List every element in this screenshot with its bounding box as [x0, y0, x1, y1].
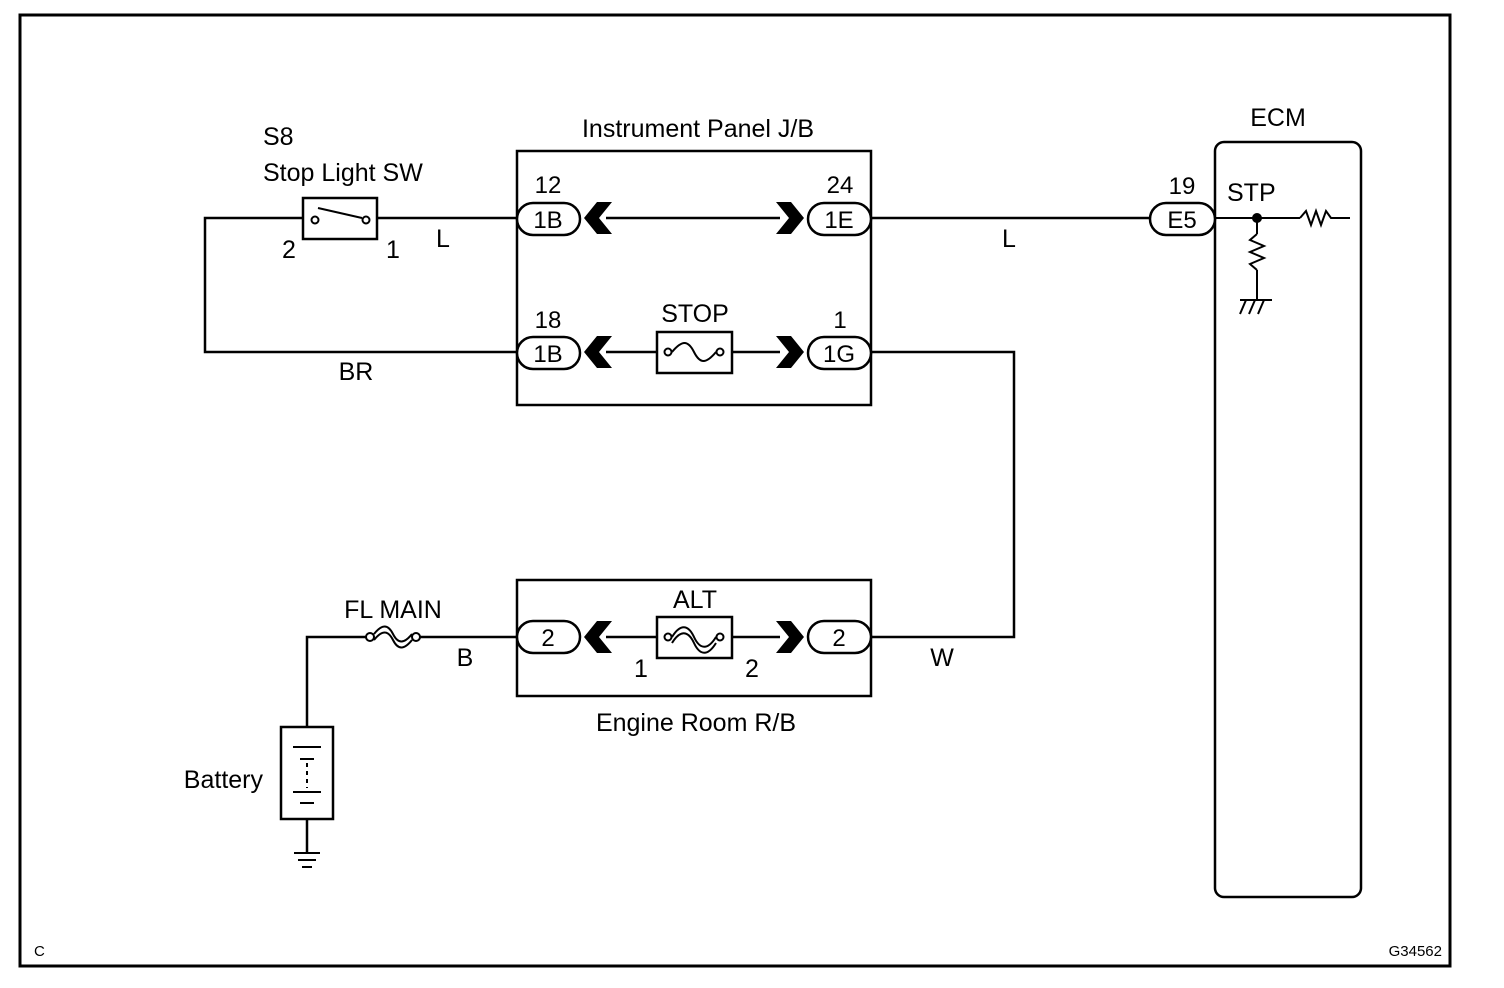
alt-fuse-pin-left: 1	[634, 655, 648, 683]
diagram-frame	[18, 13, 1452, 968]
fl-main-element-1	[373, 625, 413, 643]
figure-id: G34562	[1389, 943, 1442, 960]
alt-fuse-element-1	[671, 626, 717, 648]
engine-room-rb: Engine Room R/B 2 2 ALT 1 2	[515, 578, 873, 737]
corner-code: C	[34, 943, 45, 960]
fl-main-contact-right	[411, 632, 421, 642]
wire-label-l-switch: L	[436, 225, 450, 253]
jb-connector-1g	[806, 335, 873, 371]
alt-fuse-pin-right: 2	[745, 655, 759, 683]
jb-connector-1e-label: 1E	[824, 207, 853, 234]
ecm-pin-19: 19	[1169, 173, 1196, 200]
wires	[203, 216, 1150, 852]
rb-connector-left	[515, 619, 582, 655]
fl-main-contact-left	[365, 632, 375, 642]
ecm: ECM 19 E5 STP	[1148, 104, 1363, 899]
switch-contact-right	[361, 215, 371, 225]
wire-label-w: W	[930, 644, 954, 672]
ecm-series-resistor	[1299, 208, 1350, 228]
jb-connector-1b-top	[515, 201, 582, 237]
fl-main-fusible-link: FL MAIN	[344, 596, 442, 649]
fl-main-label: FL MAIN	[344, 596, 442, 624]
wire-w	[871, 350, 1016, 639]
jb-box	[515, 149, 873, 407]
ecm-pulldown-resistor	[1247, 233, 1267, 271]
alt-fuse-element-2	[671, 632, 717, 654]
wire-br	[203, 216, 517, 354]
switch-blade	[317, 207, 363, 219]
ecm-connector-e5-label: E5	[1167, 207, 1196, 234]
stop-fuse-element	[671, 342, 717, 362]
jb-connector-1b-bottom	[515, 335, 582, 371]
stop-fuse-contact-left	[663, 347, 673, 357]
jb-connector-1e	[806, 201, 873, 237]
switch-pin-right: 1	[386, 236, 400, 264]
jb-connector-1b-bottom-label: 1B	[533, 341, 562, 368]
jb-arrow-bottom-left	[584, 336, 612, 368]
wire-label-b: B	[457, 644, 474, 672]
rb-connector-right-label: 2	[832, 625, 845, 652]
jb-pin-1: 1	[833, 307, 846, 334]
jb-pin-18: 18	[535, 307, 562, 334]
rb-arrow-left	[584, 621, 612, 653]
stop-fuse-label: STOP	[661, 300, 729, 328]
rb-connector-left-label: 2	[541, 625, 554, 652]
battery-label: Battery	[184, 766, 264, 794]
fl-main-element-2	[373, 631, 413, 649]
wire-battery	[305, 635, 366, 727]
ecm-title: ECM	[1250, 104, 1306, 132]
jb-arrow-top-left	[584, 202, 612, 234]
ecm-box	[1213, 140, 1363, 899]
ecm-ground-icon-hatch-2	[1248, 299, 1256, 315]
switch-name: Stop Light SW	[263, 159, 423, 187]
stop-fuse-icon	[655, 330, 734, 375]
jb-pin-12: 12	[535, 172, 562, 199]
stop-fuse-contact-right	[715, 347, 725, 357]
battery-box	[279, 725, 335, 821]
instrument-panel-jb: Instrument Panel J/B 12 1B 24 1E 18 1B 1…	[515, 115, 873, 407]
ecm-terminal-stp: STP	[1227, 179, 1276, 207]
alt-fuse-icon	[655, 615, 734, 660]
jb-title: Instrument Panel J/B	[582, 115, 814, 143]
battery: Battery	[184, 725, 335, 868]
jb-connector-1b-top-label: 1B	[533, 207, 562, 234]
alt-fuse-contact-right	[715, 632, 725, 642]
alt-fuse-contact-left	[663, 632, 673, 642]
wire-label-br: BR	[339, 358, 374, 386]
jb-connector-1g-label: 1G	[823, 341, 855, 368]
rb-arrow-right	[776, 621, 804, 653]
switch-pin-left: 2	[282, 236, 296, 264]
jb-arrow-top-right	[776, 202, 804, 234]
switch-contact-left	[310, 215, 320, 225]
switch-ref: S8	[263, 123, 294, 151]
rb-connector-right	[806, 619, 873, 655]
ecm-ground-icon-hatch-1	[1239, 299, 1247, 315]
switch-box	[301, 196, 379, 241]
wire-label-l-ecm: L	[1002, 225, 1016, 253]
ecm-ground-icon-hatch-3	[1257, 299, 1265, 315]
alt-fuse-label: ALT	[673, 586, 717, 614]
jb-arrow-bottom-right	[776, 336, 804, 368]
rb-title: Engine Room R/B	[596, 709, 796, 737]
stop-light-switch: S8 Stop Light SW 2 1	[263, 123, 423, 264]
jb-pin-24: 24	[827, 172, 854, 199]
